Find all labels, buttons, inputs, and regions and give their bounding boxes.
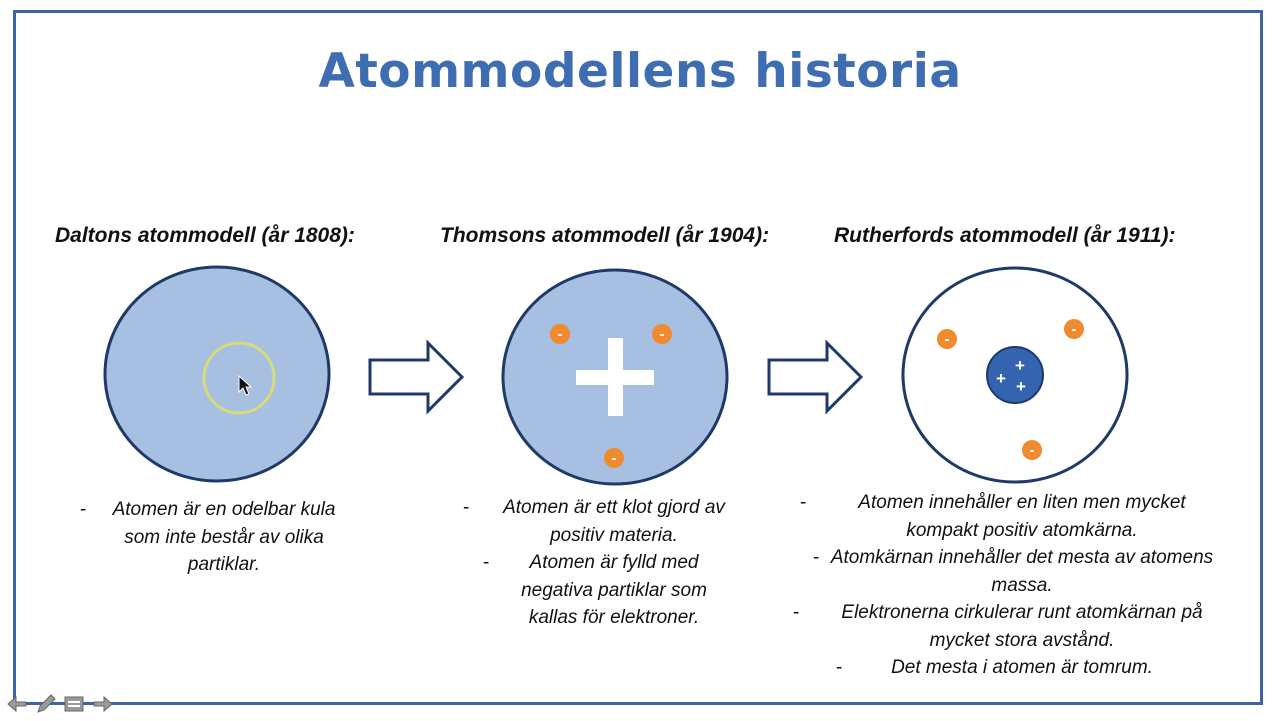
list-item: - Atomen är fylld med negativa partiklar… [483, 549, 730, 632]
bullet-dash: - [80, 499, 87, 520]
point-text: Atomen är ett klot gjord av positiv mate… [503, 497, 725, 546]
point-text: Atomkärnan innehåller det mesta av atome… [830, 547, 1214, 596]
electron-sign: - [945, 331, 950, 348]
bullet-dash: - [813, 547, 820, 568]
point-text: Det mesta i atomen är tomrum. [891, 657, 1153, 678]
rutherford-description: - Atomen innehåller en liten men mycket … [793, 489, 1216, 682]
slides-menu-icon[interactable] [62, 692, 86, 716]
heading-dalton: Daltons atommodell (år 1808): [55, 224, 355, 247]
list-item: - Atomen är ett klot gjord av positiv ma… [463, 494, 730, 549]
slide-title: Atommodellens historia [318, 44, 962, 99]
dalton-description: - Atomen är en odelbar kula som inte bes… [80, 496, 340, 579]
electron-sign: - [612, 450, 617, 467]
electron-sign: - [1030, 442, 1035, 459]
presentation-toolbar [6, 690, 114, 718]
rutherford-atom [901, 266, 1129, 484]
list-item: - Det mesta i atomen är tomrum. [828, 654, 1216, 682]
mouse-cursor-icon [238, 374, 253, 396]
thomson-atom [501, 268, 729, 486]
pen-icon[interactable] [34, 692, 58, 716]
list-item: - Atomen innehåller en liten men mycket … [800, 489, 1216, 544]
nucleus-plus-sign: + [1016, 377, 1026, 396]
heading-thomson: Thomsons atommodell (år 1904): [440, 224, 770, 247]
list-item: - Atomkärnan innehåller det mesta av ato… [813, 544, 1216, 599]
nucleus-plus-sign: + [996, 369, 1006, 388]
electron-sign: - [1072, 321, 1077, 338]
slide-frame [13, 10, 1263, 705]
electron-sign: - [660, 326, 665, 343]
bullet-dash: - [793, 602, 800, 623]
list-item: - Atomen är en odelbar kula som inte bes… [80, 496, 340, 579]
heading-rutherford: Rutherfords atommodell (år 1911): [834, 224, 1176, 247]
cursor-highlight-ring [202, 341, 276, 415]
point-text: Atomen är fylld med negativa partiklar s… [521, 552, 707, 628]
nucleus-plus-sign: + [1015, 356, 1025, 375]
electron-sign: - [558, 326, 563, 343]
list-item: - Elektronerna cirkulerar runt atomkärna… [793, 599, 1216, 654]
bullet-dash: - [800, 492, 807, 513]
bullet-dash: - [483, 552, 490, 573]
back-arrow-icon[interactable] [6, 692, 30, 716]
forward-arrow-icon[interactable] [90, 692, 114, 716]
thomson-description: - Atomen är ett klot gjord av positiv ma… [463, 494, 730, 632]
arrow-right-icon-2 [767, 339, 864, 415]
point-text: Elektronerna cirkulerar runt atomkärnan … [841, 602, 1203, 651]
bullet-dash: - [836, 657, 843, 678]
bullet-dash: - [463, 497, 470, 518]
point-text: Atomen innehåller en liten men mycket ko… [858, 492, 1186, 541]
arrow-right-icon-1 [368, 339, 465, 415]
dalton-atom [103, 265, 331, 483]
point-text: Atomen är en odelbar kula som inte bestå… [112, 499, 336, 575]
